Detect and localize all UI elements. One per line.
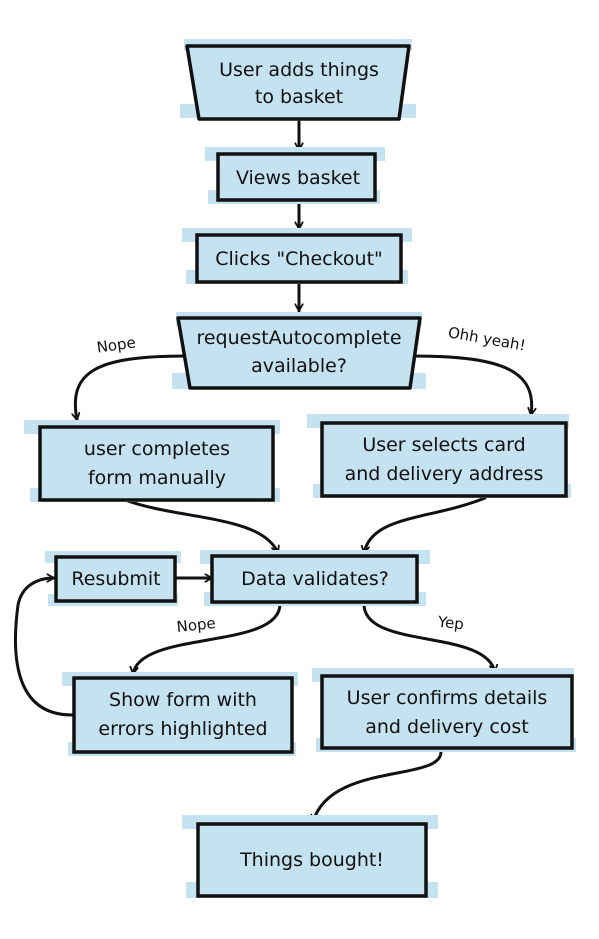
node-select-card-line1: User selects card — [362, 434, 525, 456]
edge-validates-to-confirm — [362, 602, 495, 674]
edge-label-autocomplete-yes: Ohh yeah! — [447, 323, 527, 354]
node-manual-form-line1: user completes — [84, 438, 230, 460]
node-select-card-line2: and delivery address — [345, 463, 544, 485]
node-add-to-basket-line1: User adds things — [219, 59, 379, 81]
node-add-to-basket: User adds things to basket — [180, 39, 416, 121]
node-request-autocomplete-line1: requestAutocomplete — [196, 327, 401, 349]
node-validates: Data validates? — [200, 550, 430, 606]
edge-validates-to-errors — [133, 602, 282, 676]
edge-select-to-validates — [364, 496, 487, 555]
edge-confirm-to-bought — [313, 750, 443, 824]
node-manual-form-line2: form manually — [88, 467, 226, 489]
edge-label-validates-yes: Yep — [436, 613, 465, 634]
edge-autocomplete-to-select — [412, 354, 532, 417]
edge-autocomplete-to-manual — [75, 354, 188, 422]
node-confirm-details: User confirms details and delivery cost — [312, 668, 576, 752]
node-resubmit-label: Resubmit — [71, 568, 160, 590]
node-things-bought-label: Things bought! — [239, 849, 384, 871]
node-resubmit: Resubmit — [45, 551, 181, 606]
edge-manual-to-validates — [123, 498, 278, 555]
edge-label-autocomplete-no: Nope — [95, 333, 136, 356]
node-confirm-details-line2: and delivery cost — [365, 716, 529, 738]
node-show-errors-line2: errors highlighted — [98, 718, 267, 740]
node-add-to-basket-line2: to basket — [255, 86, 343, 108]
node-things-bought: Things bought! — [182, 815, 438, 898]
node-checkout-label: Clicks "Checkout" — [215, 248, 383, 270]
node-request-autocomplete: requestAutocomplete available? — [172, 312, 426, 390]
node-checkout: Clicks "Checkout" — [182, 228, 412, 284]
edge-label-validates-no: Nope — [176, 614, 217, 636]
node-select-card: User selects card and delivery address — [307, 414, 571, 498]
node-manual-form: user completes form manually — [24, 420, 280, 502]
node-validates-label: Data validates? — [241, 568, 389, 590]
node-show-errors: Show form with errors highlighted — [62, 672, 298, 756]
node-request-autocomplete-line2: available? — [251, 355, 347, 377]
node-confirm-details-line1: User confirms details — [347, 687, 548, 709]
node-view-basket: Views basket — [205, 147, 385, 204]
edge-errors-to-resubmit — [14, 578, 74, 717]
node-view-basket-label: Views basket — [236, 167, 360, 189]
node-show-errors-line1: Show form with — [109, 689, 257, 711]
